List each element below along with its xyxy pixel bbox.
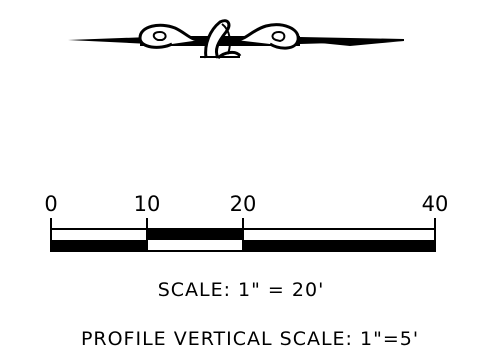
scale-segment-20-40-lower: [243, 240, 435, 251]
scale-caption: SCALE: 1" = 20': [158, 279, 325, 301]
tick-label-0: 0: [44, 192, 57, 216]
decorative-flourish-icon: [68, 19, 404, 60]
scale-tick-labels: 0 10 20 40: [44, 192, 448, 216]
tick-label-20: 20: [230, 192, 257, 216]
scale-segment-0-10-lower: [51, 240, 147, 251]
profile-vertical-scale-caption: PROFILE VERTICAL SCALE: 1"=5': [81, 328, 419, 350]
graphic-scale-bar: [50, 218, 436, 252]
scale-segment-10-20-upper: [147, 229, 243, 240]
tick-label-10: 10: [134, 192, 161, 216]
tick-label-40: 40: [422, 192, 449, 216]
